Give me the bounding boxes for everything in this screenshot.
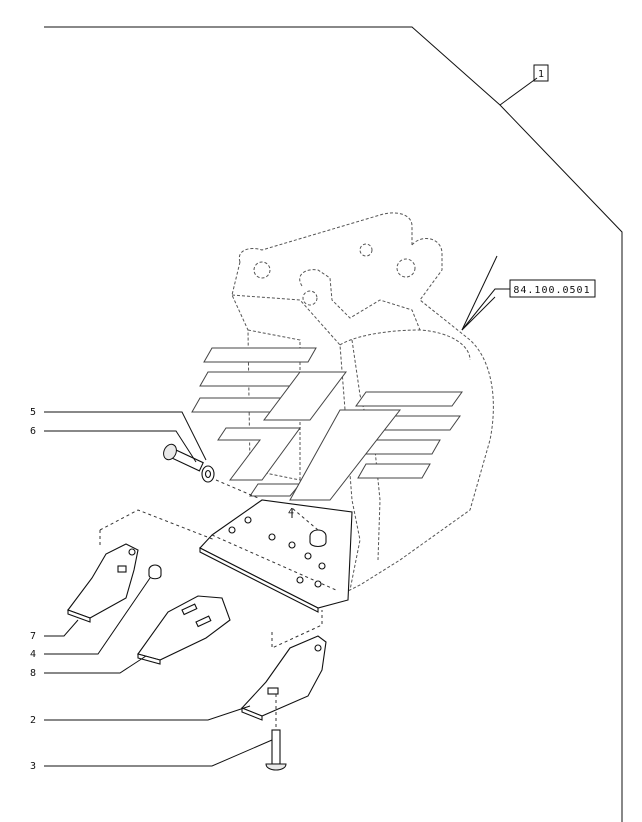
callout-4: 4 <box>30 649 36 660</box>
leader-6 <box>44 430 197 463</box>
guide-line-e <box>215 479 259 499</box>
callout-5: 5 <box>30 407 36 418</box>
reference-leader-a <box>461 255 498 331</box>
callout-8: 8 <box>30 668 36 679</box>
tooth-adapter-part-2 <box>241 635 327 721</box>
callout-7: 7 <box>30 631 36 642</box>
callout-2: 2 <box>30 715 36 726</box>
callout-4-plate: 4 <box>288 507 294 518</box>
callout-3: 3 <box>30 761 36 772</box>
leader-4 <box>44 577 151 655</box>
leader-8 <box>44 655 147 674</box>
reference-leader <box>461 288 510 331</box>
washer-part-6 <box>201 465 215 483</box>
callout-6: 6 <box>30 426 36 437</box>
bolt-part-3 <box>265 729 287 771</box>
leader-2 <box>44 705 251 721</box>
bolt-part-5 <box>163 443 204 472</box>
guide-line-c <box>271 610 323 649</box>
leader-7 <box>44 619 79 637</box>
group-leader-line <box>499 77 538 106</box>
watermark-logo <box>191 347 463 501</box>
group-box <box>533 64 549 82</box>
leader-5 <box>44 411 207 461</box>
cutting-edge-plate <box>199 499 353 613</box>
reference-box-label: 84.100.0501 <box>513 285 590 296</box>
tooth-adapter-part-7 <box>67 543 139 623</box>
reference-leader-b <box>461 296 496 331</box>
nut-part-4-plate <box>309 529 327 548</box>
pin-nut-part-4 <box>148 564 162 580</box>
tooth-part-8 <box>137 595 231 665</box>
guide-line-a <box>99 509 216 541</box>
leader-3 <box>44 739 273 767</box>
group-box-label: 1 <box>538 69 544 80</box>
